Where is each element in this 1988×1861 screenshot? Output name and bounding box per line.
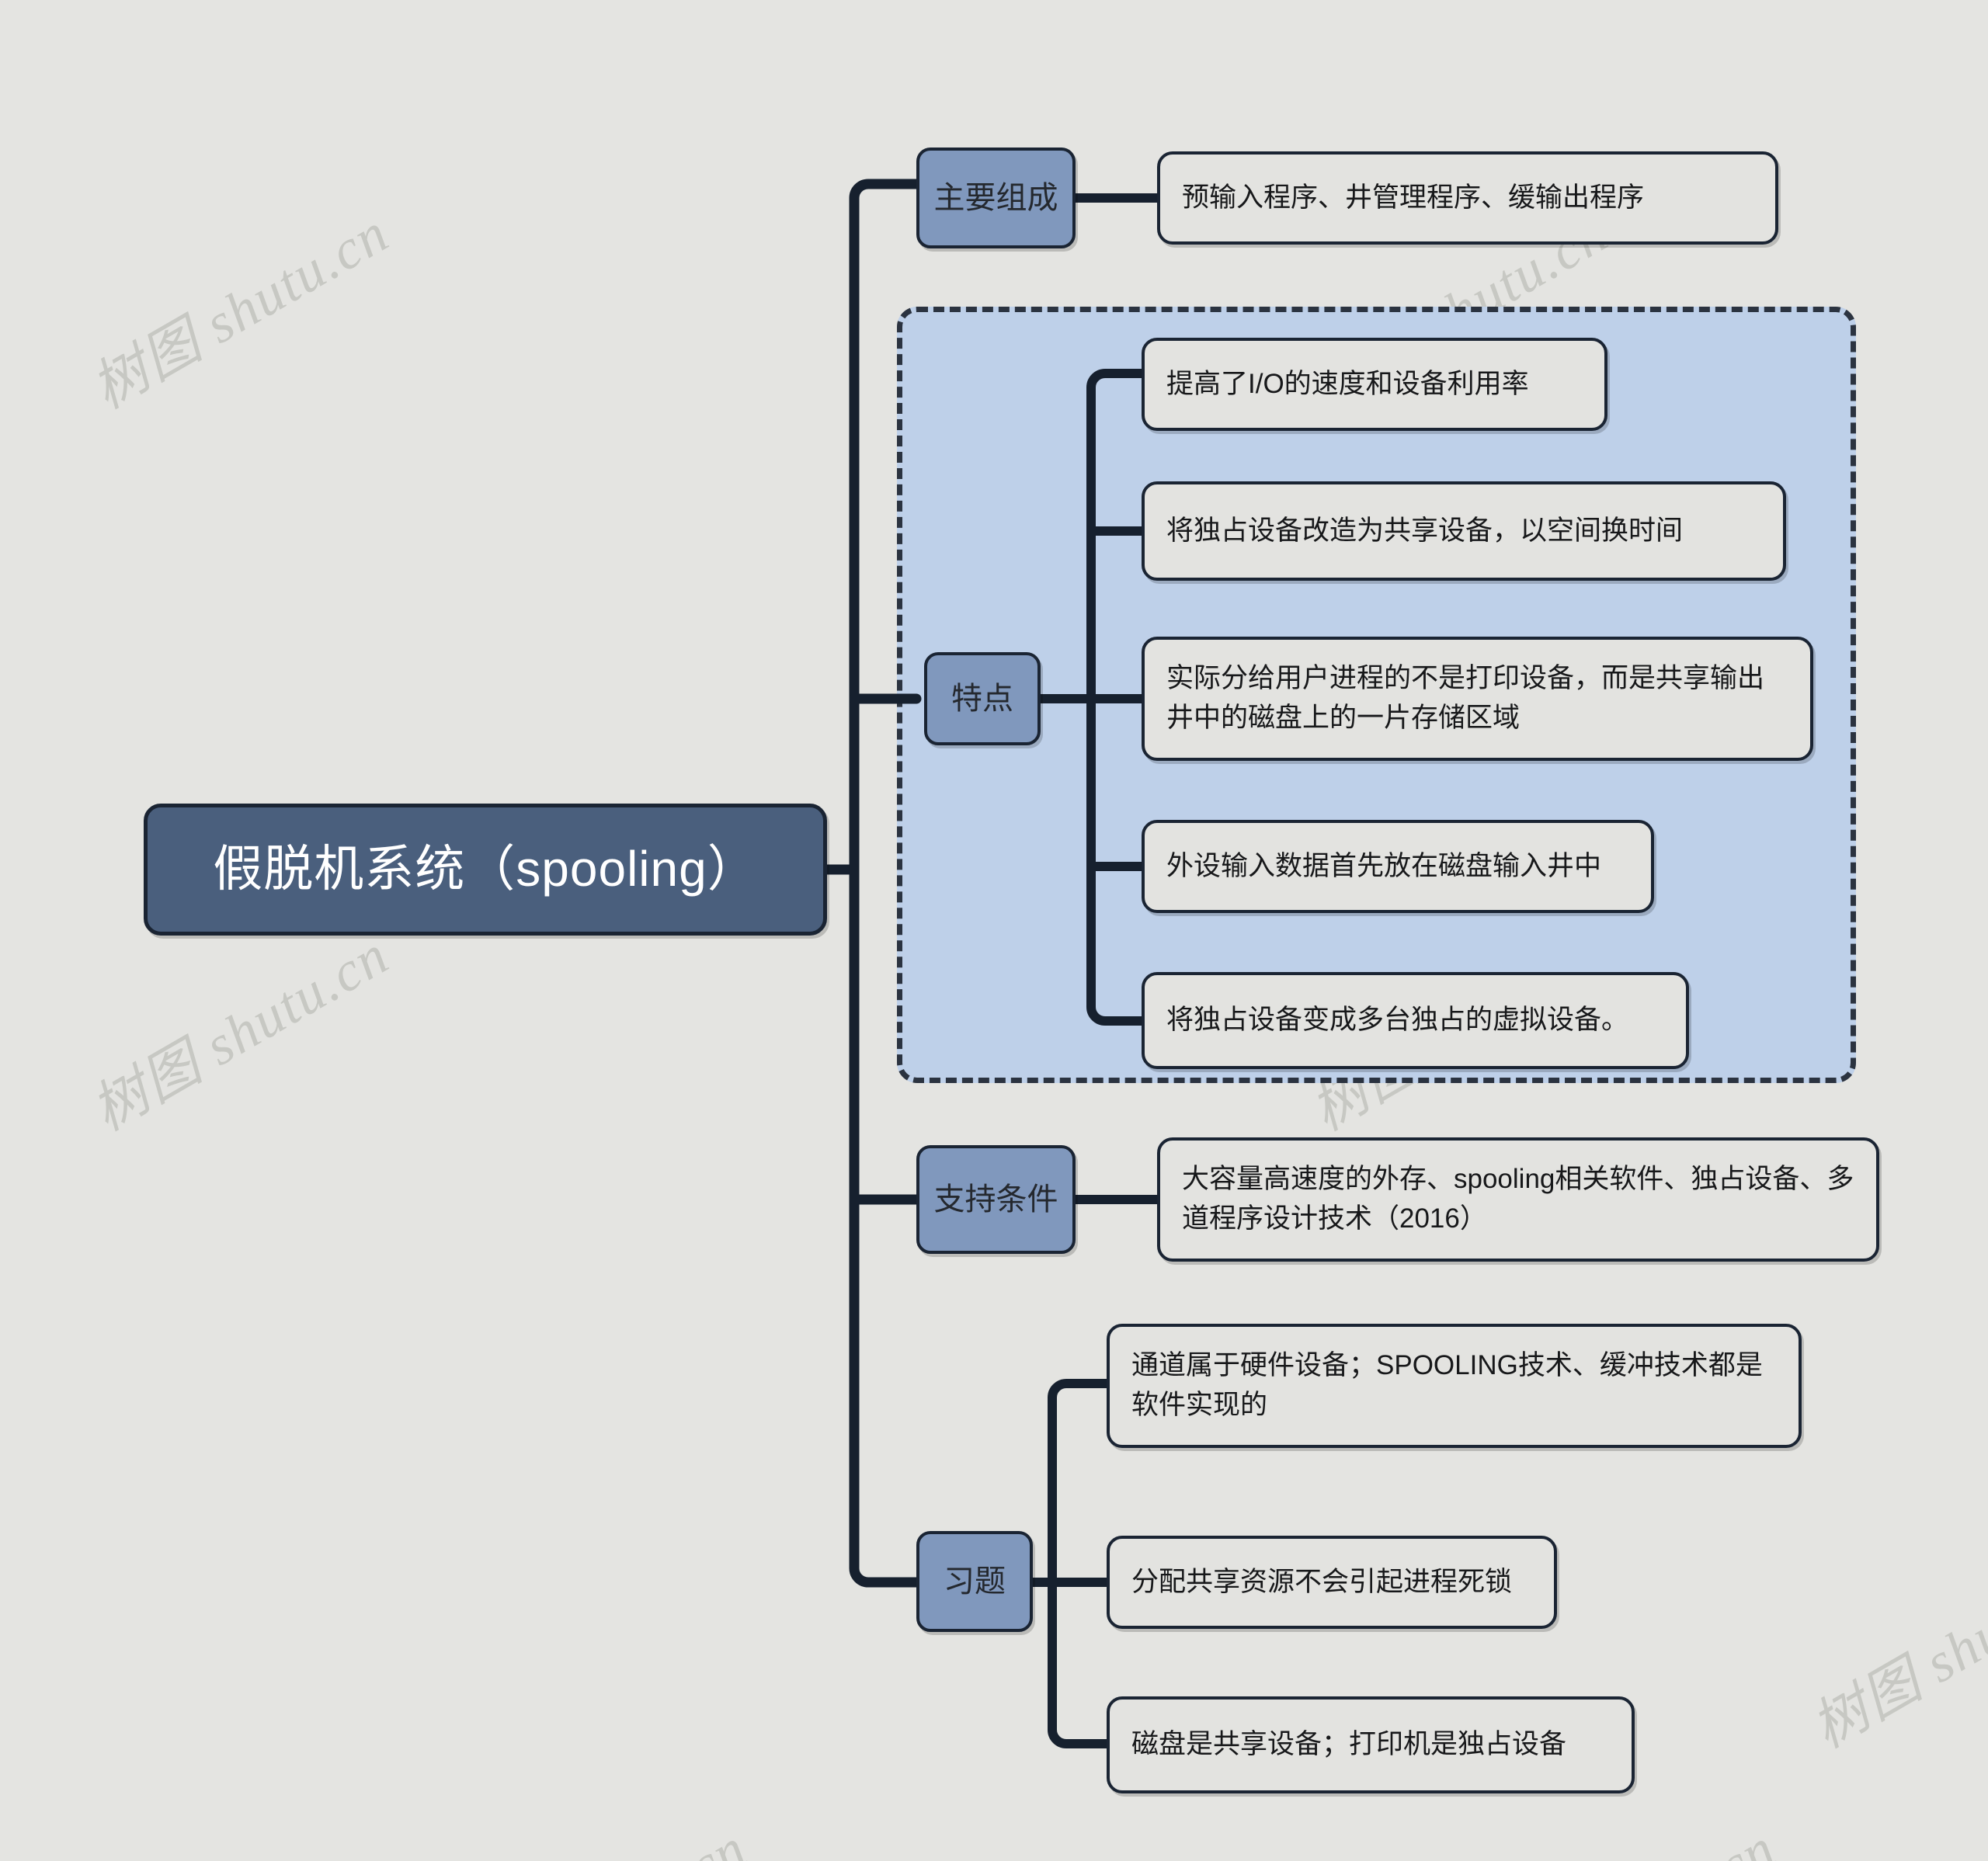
leaf-features-3-label: 外设输入数据首先放在磁盘输入井中 <box>1166 850 1602 881</box>
leaf-composition-0-label: 预输入程序、井管理程序、缓输出程序 <box>1182 182 1645 213</box>
leaf-composition-0[interactable]: 预输入程序、井管理程序、缓输出程序 <box>1157 151 1778 245</box>
branch-node-composition-label: 主要组成 <box>933 181 1058 215</box>
watermark: 树图 shutu.cn <box>82 201 399 421</box>
leaf-features-1-label: 将独占设备改造为共享设备，以空间换时间 <box>1166 515 1684 546</box>
leaf-features-4-label: 将独占设备变成多台独占的虚拟设备。 <box>1166 1005 1629 1036</box>
leaf-exercises-1-label: 分配共享资源不会引起进程死锁 <box>1131 1566 1513 1597</box>
branch-node-features[interactable]: 特点 <box>924 652 1041 745</box>
branch-node-features-label: 特点 <box>951 682 1013 716</box>
leaf-features-0[interactable]: 提高了I/O的速度和设备利用率 <box>1142 338 1607 431</box>
leaf-exercises-0[interactable]: 通道属于硬件设备；SPOOLING技术、缓冲技术都是软件实现的 <box>1107 1324 1802 1448</box>
watermark: 树图 shutu.cn <box>82 923 399 1143</box>
leaf-requirements-0[interactable]: 大容量高速度的外存、spooling相关软件、独占设备、多道程序设计技术（201… <box>1157 1137 1879 1262</box>
leaf-exercises-2[interactable]: 磁盘是共享设备；打印机是独占设备 <box>1107 1696 1635 1793</box>
branch-node-requirements-label: 支持条件 <box>933 1182 1058 1217</box>
branch-node-exercises[interactable]: 习题 <box>916 1531 1033 1632</box>
leaf-features-2-label: 实际分给用户进程的不是打印设备，而是共享输出井中的磁盘上的一片存储区域 <box>1166 663 1765 733</box>
leaf-exercises-2-label: 磁盘是共享设备；打印机是独占设备 <box>1131 1729 1567 1760</box>
leaf-exercises-0-label: 通道属于硬件设备；SPOOLING技术、缓冲技术都是软件实现的 <box>1131 1350 1763 1420</box>
leaf-features-2[interactable]: 实际分给用户进程的不是打印设备，而是共享输出井中的磁盘上的一片存储区域 <box>1142 637 1813 761</box>
branch-node-composition[interactable]: 主要组成 <box>916 148 1076 248</box>
leaf-requirements-0-label: 大容量高速度的外存、spooling相关软件、独占设备、多道程序设计技术（201… <box>1182 1164 1854 1234</box>
branch-node-requirements[interactable]: 支持条件 <box>916 1145 1076 1254</box>
root-node[interactable]: 假脱机系统（spooling） <box>144 804 827 936</box>
root-node-label: 假脱机系统（spooling） <box>213 841 758 898</box>
branch-node-exercises-label: 习题 <box>944 1564 1006 1599</box>
watermark: 树图 shutu.cn <box>1802 1540 1988 1760</box>
watermark: .cn <box>1693 1816 1787 1861</box>
leaf-features-3[interactable]: 外设输入数据首先放在磁盘输入井中 <box>1142 820 1654 913</box>
leaf-features-4[interactable]: 将独占设备变成多台独占的虚拟设备。 <box>1142 972 1689 1069</box>
leaf-features-0-label: 提高了I/O的速度和设备利用率 <box>1166 368 1529 399</box>
leaf-features-1[interactable]: 将独占设备改造为共享设备，以空间换时间 <box>1142 481 1786 581</box>
watermark: .cn <box>664 1816 758 1861</box>
leaf-exercises-1[interactable]: 分配共享资源不会引起进程死锁 <box>1107 1536 1557 1629</box>
